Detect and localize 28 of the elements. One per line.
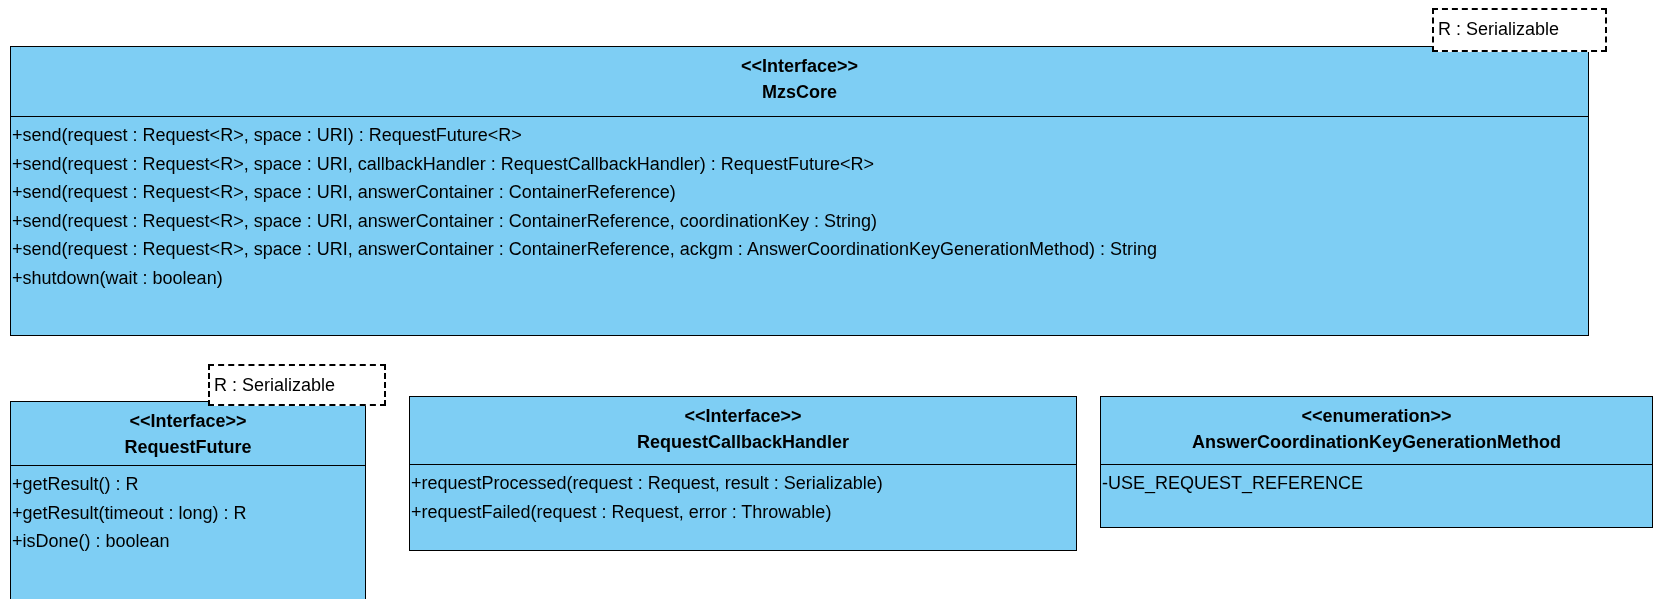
class-name: AnswerCoordinationKeyGenerationMethod xyxy=(1191,431,1562,454)
stereotype: <<Interface>> xyxy=(128,410,248,433)
class-member: +send(request : Request<R>, space : URI, callbackHandler : RequestCallbackHandler) : RequestFuture<R> xyxy=(12,152,875,176)
class-member: +send(request : Request<R>, space : URI) : RequestFuture<R> xyxy=(12,124,523,147)
class-member: +send(request : Request<R>, space : URI, answerContainer : ContainerReference, coordinationKey : String) xyxy=(12,209,878,233)
stereotype: <<enumeration>> xyxy=(1300,405,1453,428)
template-parameter-box xyxy=(1432,8,1607,52)
class-name: RequestCallbackHandler xyxy=(635,431,851,454)
class-name: RequestFuture xyxy=(123,436,253,459)
class-name: MzsCore xyxy=(761,81,838,104)
template-parameter: R : Serializable xyxy=(214,375,336,395)
stereotype: <<Interface>> xyxy=(683,405,803,428)
class-member: +send(request : Request<R>, space : URI, answerContainer : ContainerReference, ackgm : AnswerCoordinationKeyGenerationMethod) : String xyxy=(12,238,1159,261)
stereotype: <<Interface>> xyxy=(739,55,860,78)
class-member: -USE_REQUEST_REFERENCE xyxy=(1102,472,1365,496)
class-member: +send(request : Request<R>, space : URI, answerContainer : ContainerReference) xyxy=(12,181,677,204)
class-member: +shutdown(wait : boolean) xyxy=(12,266,224,290)
class-member: +getResult(timeout : long) : R xyxy=(12,501,248,525)
class-box xyxy=(1100,396,1653,528)
template-parameter: R : Serializable xyxy=(1438,19,1560,39)
class-member: +isDone() : boolean xyxy=(12,530,171,553)
class-member: +getResult() : R xyxy=(12,473,140,496)
class-member: +requestProcessed(request : Request, result : Serializable) xyxy=(411,472,884,495)
class-box xyxy=(409,396,1077,551)
class-box xyxy=(10,401,366,599)
template-parameter-box xyxy=(208,364,386,406)
class-member: +requestFailed(request : Request, error : Throwable) xyxy=(411,500,833,524)
class-box xyxy=(10,46,1589,336)
